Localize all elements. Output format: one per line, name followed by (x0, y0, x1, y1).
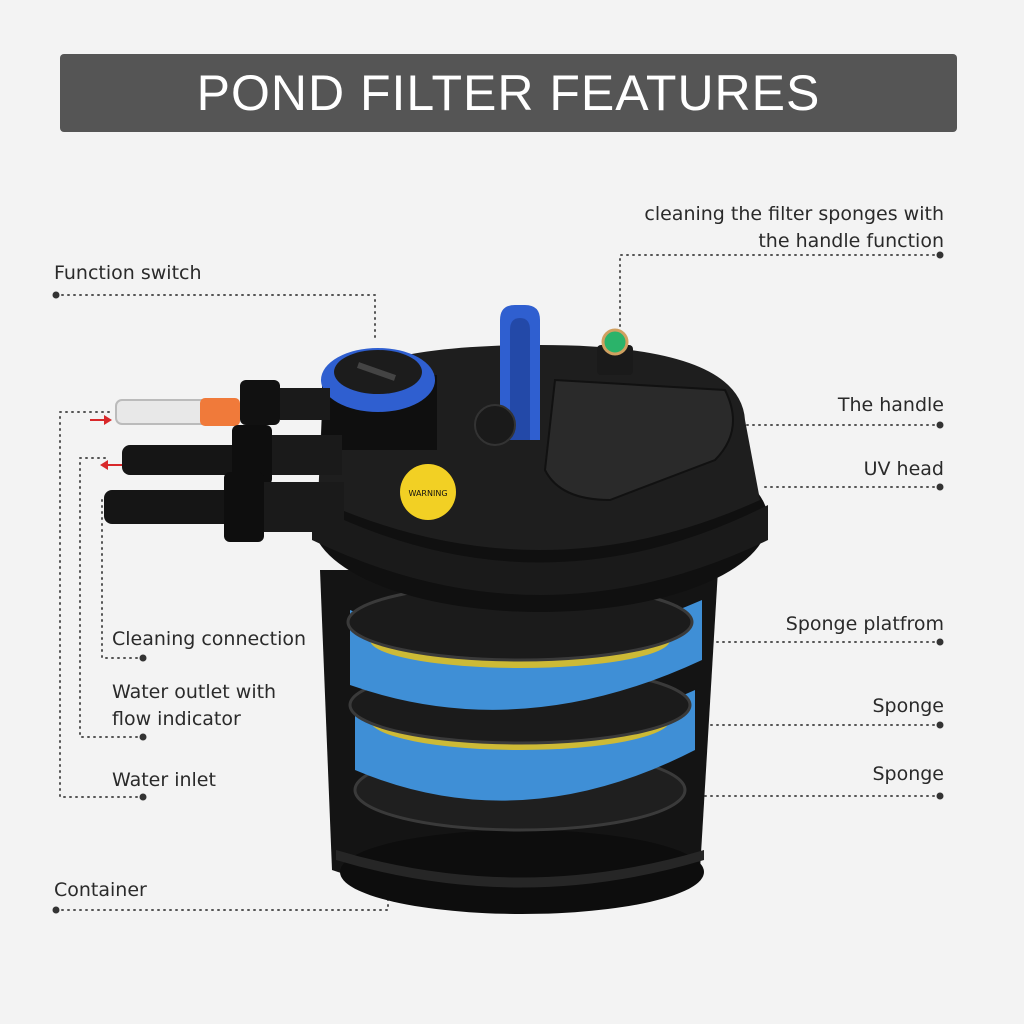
cleaning-connector (104, 490, 254, 524)
leader-water-outlet (79, 457, 144, 738)
label-sponge-1: Sponge (872, 695, 944, 717)
label-sponge-2: Sponge (872, 763, 944, 785)
label-cleaning-handle-line1: cleaning the filter sponges with (644, 203, 944, 225)
label-water-outlet-line1: Water outlet with (112, 681, 277, 703)
cleaning-plate (543, 378, 734, 502)
leader-lines (55, 254, 941, 911)
hose-connectors (104, 380, 344, 542)
label-the-handle: The handle (837, 394, 944, 416)
warning-sticker (400, 464, 456, 520)
blue-handle (474, 305, 540, 446)
label-water-outlet-line2: flow indicator (112, 708, 241, 730)
svg-text:WARNING: WARNING (408, 489, 447, 498)
title-bar: POND FILTER FEATURES (60, 54, 957, 132)
outlet-connector (122, 445, 262, 475)
leader-function-switch (55, 294, 376, 341)
label-cleaning-handle-line2: the handle function (758, 230, 944, 252)
leader-water-inlet (59, 411, 144, 798)
sponge-stack (346, 582, 702, 832)
function-switch-knob (321, 348, 437, 450)
label-uv-head: UV head (863, 458, 944, 480)
leader-cleaning-connection (101, 499, 144, 659)
label-container: Container (54, 879, 147, 901)
leader-cleaning-handle (619, 254, 941, 341)
label-sponge-platform: Sponge platfrom (785, 613, 944, 635)
page-title: POND FILTER FEATURES (196, 65, 821, 121)
label-function-switch: Function switch (54, 262, 202, 284)
flow-arrows (90, 415, 124, 470)
label-water-inlet: Water inlet (112, 769, 216, 791)
label-cleaning-connection: Cleaning connection (112, 628, 307, 650)
flow-indicator-valve (597, 328, 633, 375)
leader-dots (52, 251, 944, 914)
